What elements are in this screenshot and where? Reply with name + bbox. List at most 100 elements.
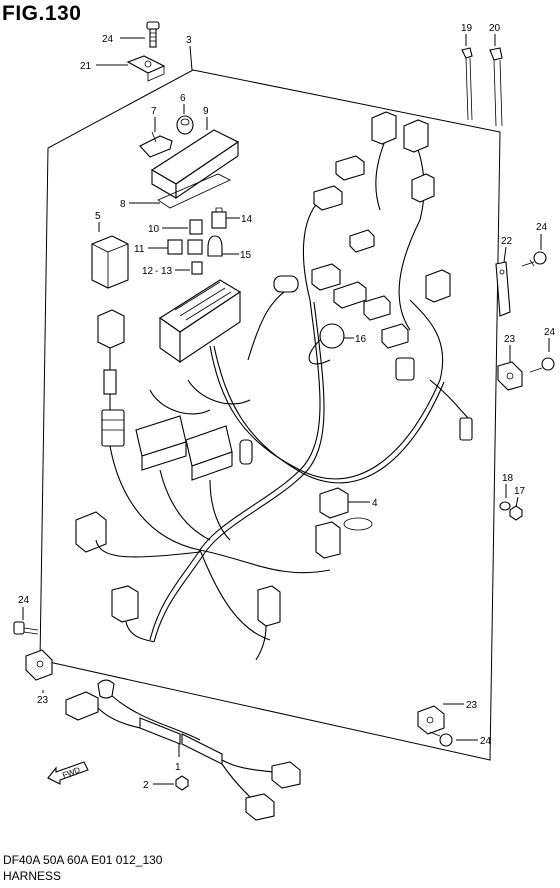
sensor-16 bbox=[308, 323, 345, 365]
callout-24-top: 24 bbox=[102, 34, 145, 45]
connector-group-top bbox=[311, 111, 451, 349]
callout-label: 9 bbox=[203, 106, 209, 117]
callout-label: 8 bbox=[120, 199, 126, 210]
connector-lower-mid bbox=[315, 521, 341, 559]
callout-label: 23 bbox=[504, 334, 516, 345]
callout-label: 15 bbox=[240, 250, 252, 261]
callout-24-right-1: 24 bbox=[536, 222, 548, 250]
callout-label: 6 bbox=[180, 93, 186, 104]
callout-label: 19 bbox=[461, 23, 473, 34]
nut-17 bbox=[509, 505, 523, 521]
callout-20: 20 bbox=[489, 23, 501, 46]
callout-label: 21 bbox=[80, 61, 92, 72]
bolt-24-left bbox=[13, 621, 39, 635]
fuse-11 bbox=[167, 239, 183, 255]
callout-label: 18 bbox=[502, 473, 514, 484]
callout-23-bottom: 23 bbox=[443, 700, 478, 711]
washer-18 bbox=[499, 501, 511, 511]
callout-label: 24 bbox=[102, 34, 114, 45]
callout-18: 18 bbox=[502, 473, 514, 498]
connector-left-boot bbox=[75, 511, 107, 553]
callout-label: 2 bbox=[143, 780, 149, 791]
sensor-plug bbox=[273, 275, 299, 293]
clamp-21 bbox=[126, 55, 166, 82]
bolt-24-bottom bbox=[429, 731, 453, 747]
callout-label: 20 bbox=[489, 23, 501, 34]
callout-9: 9 bbox=[203, 106, 209, 130]
bracket-7 bbox=[139, 131, 173, 158]
coupler-pair-1 bbox=[135, 415, 187, 471]
relay-box-9 bbox=[150, 129, 240, 200]
callout-label: 13 bbox=[161, 266, 173, 277]
bracket-22 bbox=[495, 261, 511, 317]
callout-24-right-2: 24 bbox=[544, 327, 556, 352]
grommet-6 bbox=[176, 115, 194, 135]
relay-5 bbox=[91, 235, 129, 289]
fuse-12-13 bbox=[191, 261, 203, 275]
callout-7: 7 bbox=[151, 106, 157, 132]
connector-left-mid bbox=[101, 409, 125, 447]
fwd-arrow: FWD bbox=[47, 761, 89, 785]
callout-separator: - bbox=[155, 266, 158, 277]
callout-label: 24 bbox=[536, 222, 548, 233]
callout-label: 12 bbox=[142, 266, 154, 277]
assembly-boundary bbox=[39, 69, 501, 761]
bolt-24-top bbox=[146, 21, 160, 48]
cable-tie-19 bbox=[461, 47, 473, 121]
callout-label: 7 bbox=[151, 106, 157, 117]
callout-24-left: 24 bbox=[18, 595, 30, 620]
fuse-holder bbox=[187, 239, 203, 255]
connector-left-top bbox=[97, 309, 125, 410]
callout-23-right: 23 bbox=[504, 334, 516, 362]
coupler-pair-2 bbox=[185, 425, 233, 481]
fuse-14 bbox=[211, 207, 227, 229]
callout-3: 3 bbox=[186, 35, 193, 71]
connector-lower-right bbox=[255, 585, 281, 661]
bolt-24-right-1 bbox=[521, 251, 547, 267]
callout-label: 24 bbox=[18, 595, 30, 606]
callout-21: 21 bbox=[80, 61, 128, 72]
cable-tie-20 bbox=[489, 47, 503, 127]
gasket-8 bbox=[157, 173, 231, 209]
connector-lower-left bbox=[111, 585, 155, 643]
callout-5: 5 bbox=[95, 211, 101, 232]
callout-label: 11 bbox=[134, 244, 145, 255]
callout-17: 17 bbox=[514, 486, 526, 508]
figure-title: FIG.130 bbox=[2, 2, 82, 25]
callout-label: 17 bbox=[514, 486, 526, 497]
callout-label: 3 bbox=[186, 35, 192, 46]
callout-label: 24 bbox=[480, 736, 492, 747]
connector-4 bbox=[319, 487, 373, 531]
callout-label: 1 bbox=[175, 762, 181, 773]
callout-19: 19 bbox=[461, 23, 473, 46]
callout-12-13: 12 - 13 bbox=[142, 266, 190, 277]
figure-name-caption: HARNESS bbox=[3, 869, 62, 883]
callout-15: 15 bbox=[222, 250, 252, 261]
callout-label: 14 bbox=[241, 214, 253, 225]
callout-6: 6 bbox=[180, 93, 186, 114]
callout-label: 16 bbox=[355, 334, 367, 345]
callout-2: 2 bbox=[143, 780, 174, 791]
clamp-23-right bbox=[497, 361, 523, 391]
bolt-24-right-2 bbox=[529, 357, 555, 373]
fuse-10 bbox=[189, 219, 203, 235]
small-connector-center bbox=[239, 439, 253, 465]
callout-label: 5 bbox=[95, 211, 101, 222]
junction-box bbox=[159, 279, 242, 364]
callout-11: 11 bbox=[134, 244, 168, 255]
clamp-23-bottom bbox=[417, 705, 445, 735]
callout-label: 10 bbox=[148, 224, 160, 235]
callout-label: 4 bbox=[372, 498, 378, 509]
callout-label: 24 bbox=[544, 327, 556, 338]
callout-4: 4 bbox=[348, 498, 378, 509]
bulb-15 bbox=[207, 235, 223, 257]
callout-8: 8 bbox=[120, 199, 160, 210]
harness-main-trunk bbox=[95, 129, 471, 643]
model-code-caption: DF40A 50A 60A E01 012_130 bbox=[3, 853, 163, 867]
callout-22: 22 bbox=[501, 236, 513, 263]
callout-10: 10 bbox=[148, 224, 188, 235]
callout-14: 14 bbox=[226, 214, 253, 225]
callout-label: 22 bbox=[501, 236, 513, 247]
fwd-label: FWD bbox=[61, 765, 81, 780]
